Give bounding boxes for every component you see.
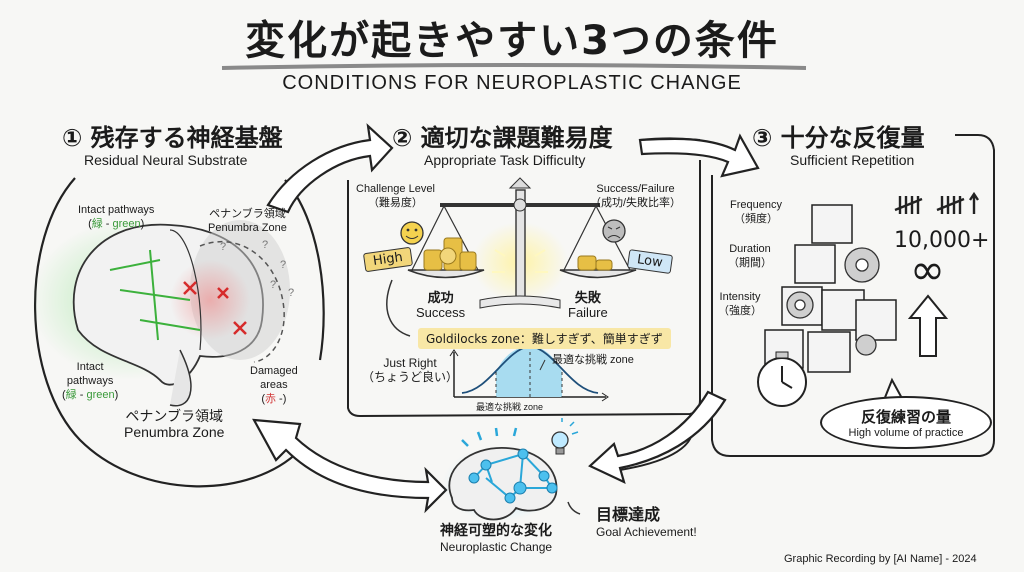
balance-scale bbox=[407, 177, 637, 309]
damage-x-marks bbox=[183, 281, 247, 335]
lightbulb-icon bbox=[551, 418, 579, 455]
infinity-icon: ∞ bbox=[910, 245, 945, 294]
angry-face-icon bbox=[602, 219, 626, 243]
intact-pathways-label-bottom: Intact pathways (緑 - green) bbox=[62, 361, 119, 401]
question-mark: ? bbox=[220, 241, 227, 253]
optimal-challenge-axis-label: 最適な挑戦 zone bbox=[476, 402, 544, 412]
penumbra-label-bottom: ペナンブラ領域 Penumbra Zone bbox=[124, 408, 225, 440]
goldilocks-zone-label: Goldilocks zone：難しすぎず、簡単すぎず bbox=[418, 328, 671, 349]
section3-frame bbox=[711, 134, 995, 457]
success-label: 成功 Success bbox=[416, 290, 466, 320]
goal-achievement-label: 目標達成 Goal Achievement! bbox=[596, 507, 697, 540]
penumbra-label-top: ペナンブラ領域 Penumbra Zone bbox=[208, 208, 287, 234]
question-mark: ? bbox=[270, 279, 277, 291]
question-mark: ? bbox=[280, 259, 287, 271]
duration-label: Duration （期間） bbox=[728, 243, 772, 269]
section1-title: ① 残存する神経基盤 bbox=[62, 124, 283, 152]
arrow-1-to-2 bbox=[266, 123, 394, 214]
section1-subtitle: Residual Neural Substrate bbox=[84, 152, 248, 168]
neuroplastic-change-label: 神経可塑的な変化 Neuroplastic Change bbox=[440, 522, 553, 554]
challenge-level-label: Challenge Level （難易度） bbox=[356, 183, 435, 209]
failure-label: 失敗 Failure bbox=[568, 290, 608, 320]
frequency-label: Frequency （頻度） bbox=[730, 199, 782, 225]
coin-smiley-icon bbox=[439, 247, 457, 265]
gear-icon bbox=[786, 247, 880, 356]
credit-line: Graphic Recording by [AI Name] - 2024 bbox=[784, 553, 977, 565]
intact-pathways-label-top: Intact pathways (緑 - green) bbox=[78, 204, 155, 230]
section2-title: ② 適切な課題難易度 bbox=[392, 124, 613, 152]
question-mark: ? bbox=[288, 287, 295, 299]
page-subtitle: CONDITIONS FOR NEUROPLASTIC CHANGE bbox=[282, 72, 742, 94]
happy-face-icon bbox=[400, 221, 424, 245]
practice-volume-bubble: 反復練習の量 High volume of practice bbox=[820, 396, 992, 449]
arrow-3-to-center bbox=[588, 390, 727, 485]
repetition-count: 10,000+ bbox=[894, 228, 990, 253]
up-arrow-icon bbox=[907, 294, 949, 357]
brain-illustration-residual bbox=[30, 220, 290, 407]
section2-subtitle: Appropriate Task Difficulty bbox=[424, 152, 586, 168]
page-title: 変化が起きやすい3つの条件 bbox=[245, 18, 779, 64]
just-right-label: Just Right （ちょうど良い） bbox=[362, 356, 459, 384]
stopwatch-icon bbox=[757, 351, 807, 407]
title-underline bbox=[221, 63, 807, 70]
section3-subtitle: Sufficient Repetition bbox=[790, 152, 915, 168]
brain-illustration-neuroplastic bbox=[442, 427, 558, 522]
intensity-label: Intensity （強度） bbox=[718, 291, 762, 317]
question-mark: ? bbox=[262, 239, 269, 251]
damaged-areas-label: Damaged areas (赤 -) bbox=[250, 365, 298, 405]
optimal-challenge-curve-label: 最適な挑戦 zone bbox=[552, 354, 634, 366]
tally-marks-icon bbox=[894, 191, 979, 214]
success-failure-ratio-label: Success/Failure （成功/失敗比率） bbox=[590, 183, 682, 209]
section3-title: ③ 十分な反復量 bbox=[752, 124, 925, 152]
section1-circle bbox=[34, 177, 301, 488]
